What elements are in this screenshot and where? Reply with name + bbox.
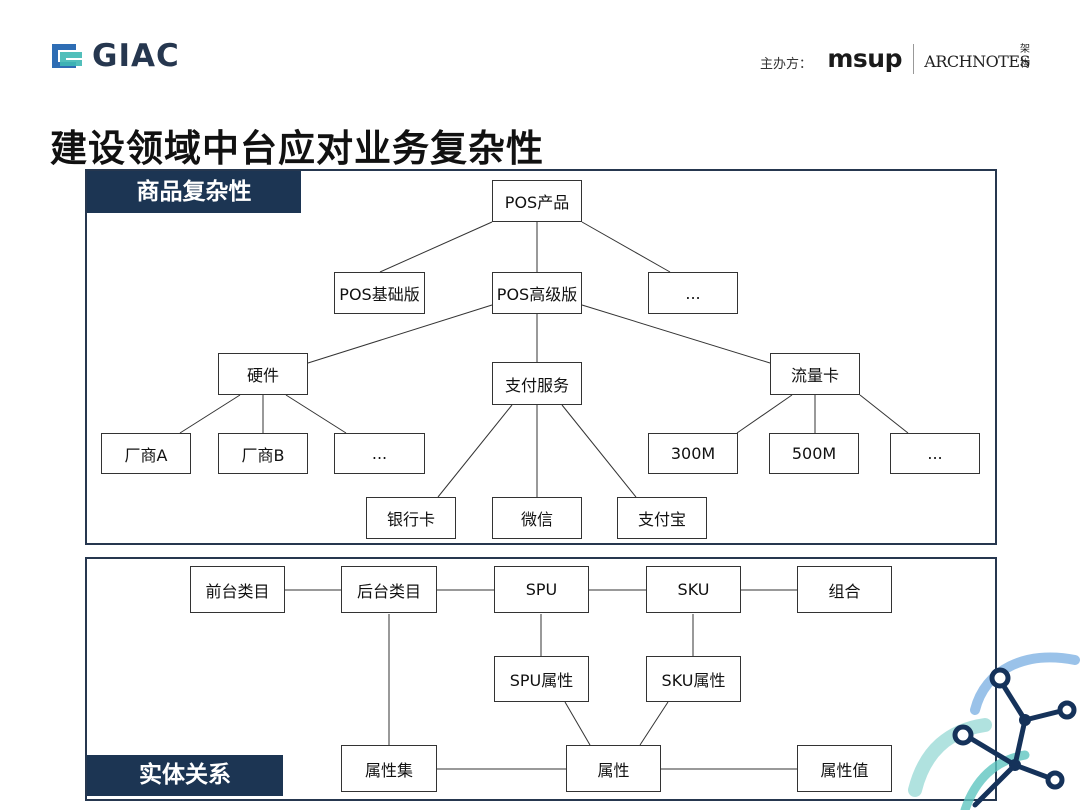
node-sku-attribute: SKU属性 [646,656,741,702]
edge-advanced-hardware [307,304,493,364]
edge-root-basic [379,221,493,273]
panel-tag-entity-relations: 实体关系 [87,755,283,796]
node-traffic-300m: 300M [648,433,738,474]
node-vendor-a: 厂商A [101,433,191,474]
node-attribute-value: 属性值 [797,745,892,792]
node-hardware-more: ... [334,433,425,474]
node-hardware: 硬件 [218,353,308,395]
node-traffic-card: 流量卡 [770,353,860,395]
node-traffic-more: ... [890,433,980,474]
edge-traffic-300 [736,394,793,434]
node-pos-basic: POS基础版 [334,272,425,314]
edge-hardware-more [285,394,347,434]
network-decoration-icon [908,652,1080,810]
node-spu: SPU [494,566,589,613]
edge-hardware-a [179,394,241,434]
edge-traffic-more [859,394,909,434]
node-alipay: 支付宝 [617,497,707,539]
node-payment-service: 支付服务 [492,362,582,405]
edge-root-more [581,221,671,273]
edge-payment-bank [437,404,513,498]
node-pos-advanced: POS高级版 [492,272,582,314]
node-bank-card: 银行卡 [366,497,456,539]
edge-skuattr-attr [639,701,669,746]
sponsor-label: 主办方： [759,57,812,72]
edge-advanced-traffic [581,304,771,364]
archnotes-logo-cn: 架构 [1020,44,1030,70]
giac-logo-icon [52,44,82,68]
node-traffic-500m: 500M [769,433,859,474]
node-spu-attribute: SPU属性 [494,656,589,702]
archnotes-logo: ARCHNOTES [924,52,1030,71]
edge-spuattr-attr [564,701,591,746]
page-title: 建设领域中台应对业务复杂性 [50,127,544,170]
node-sku: SKU [646,566,741,613]
edge-payment-alipay [561,404,637,498]
msup-logo: msup [827,44,902,73]
node-back-category: 后台类目 [341,566,437,613]
node-level1-more: ... [648,272,738,314]
node-wechat: 微信 [492,497,582,539]
node-front-category: 前台类目 [190,566,285,613]
logo-text: GIAC [92,38,180,74]
panel-tag-product-complexity: 商品复杂性 [87,171,301,213]
node-vendor-b: 厂商B [218,433,308,474]
node-attribute-set: 属性集 [341,745,437,792]
sponsor-divider [913,44,914,74]
node-combo: 组合 [797,566,892,613]
node-pos-product: POS产品 [492,180,582,222]
node-attribute: 属性 [566,745,661,792]
